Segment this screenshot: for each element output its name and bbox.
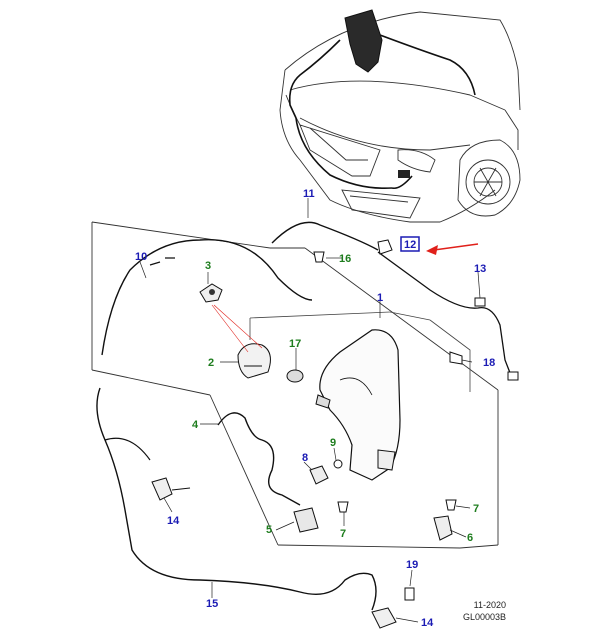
callout-17: 17	[289, 338, 301, 350]
callout-19: 19	[406, 559, 418, 571]
callout-5: 5	[266, 524, 272, 536]
callout-1: 1	[377, 292, 383, 304]
pump-part-5	[293, 507, 319, 533]
callout-9: 9	[330, 437, 336, 449]
hose-part-10-branch	[149, 257, 175, 266]
clip-part-16	[313, 251, 325, 263]
connector-part-13	[474, 297, 486, 307]
callout-10: 10	[135, 251, 147, 263]
callout-3: 3	[205, 260, 211, 272]
callout-13: 13	[474, 263, 486, 275]
leader-lines-red	[211, 304, 263, 353]
reservoir-outline	[249, 311, 471, 392]
jet-part-14b	[371, 607, 397, 629]
footer-date: 11-2020	[473, 600, 506, 610]
fastener-part-7a	[445, 499, 457, 511]
callout-15: 15	[206, 598, 218, 610]
reservoir-part-1	[319, 329, 401, 481]
callout-14-left: 14	[167, 515, 180, 527]
connector-part-12	[377, 239, 393, 255]
callout-leaders	[139, 198, 481, 623]
harness-part-13	[377, 251, 513, 379]
jet-part-14a	[151, 477, 173, 501]
fastener-part-18	[449, 351, 463, 365]
seal-part-9	[333, 459, 343, 469]
callout-12: 12	[404, 239, 416, 251]
callout-7-right: 7	[473, 503, 479, 515]
washer-reservoir-in-vehicle	[344, 9, 383, 73]
callout-14-bottom: 14	[421, 617, 434, 629]
pump-part-8	[309, 465, 329, 485]
hose-part-15	[96, 387, 377, 611]
callout-4: 4	[192, 419, 199, 431]
callout-16: 16	[339, 253, 351, 265]
callout-8: 8	[302, 452, 308, 464]
vehicle-washer-harness	[288, 34, 476, 190]
hose-part-4	[217, 412, 301, 506]
callout-2: 2	[208, 357, 214, 369]
callout-11: 11	[303, 188, 315, 200]
pump-part-2	[237, 343, 271, 379]
callout-box-12	[400, 236, 420, 252]
fastener-part-7b	[337, 501, 349, 513]
vehicle-front-illustration	[279, 11, 521, 223]
group-outline	[91, 221, 499, 549]
footer-code: GL00003B	[462, 612, 506, 622]
callout-18: 18	[483, 357, 495, 369]
hose-part-11	[271, 221, 379, 251]
red-pointer-arrow	[426, 243, 479, 255]
callout-7-bottom: 7	[340, 528, 346, 540]
hose-part-10	[101, 238, 313, 356]
clip-part-19	[404, 587, 415, 601]
sensor-part-6	[433, 515, 453, 541]
vehicle-connector	[398, 170, 410, 178]
grommet-part-17	[286, 369, 304, 383]
callout-6: 6	[467, 532, 473, 544]
connector-part-13b	[507, 371, 519, 381]
